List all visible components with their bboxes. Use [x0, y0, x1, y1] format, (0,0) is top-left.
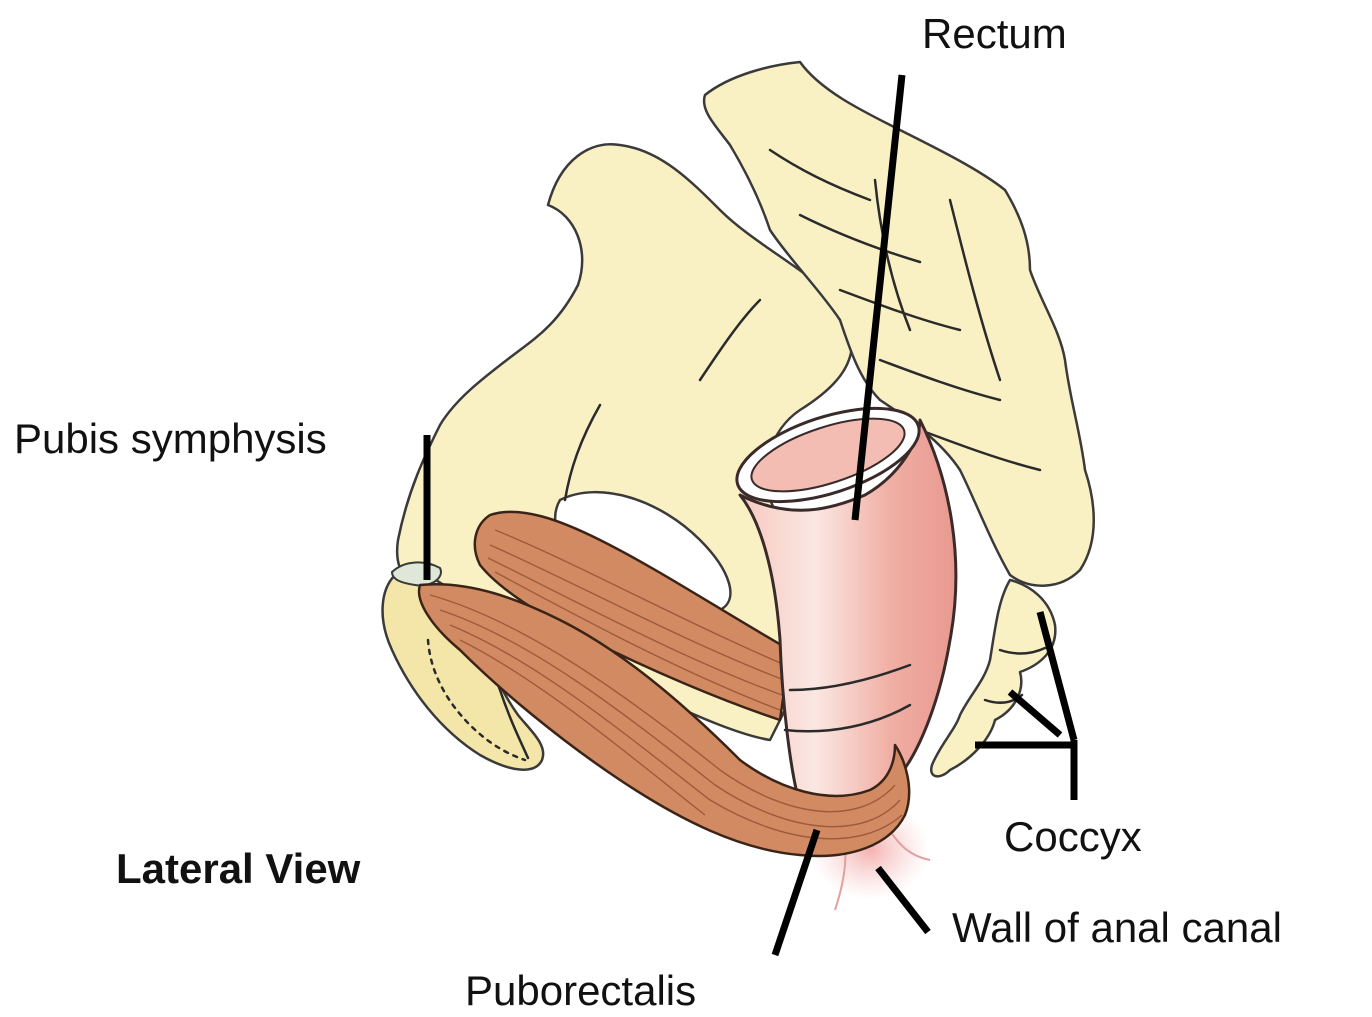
coccyx-leader-diagonal-2: [1010, 692, 1060, 735]
puborectalis-label: Puborectalis: [465, 967, 696, 1014]
pubis-symphysis-label: Pubis symphysis: [14, 415, 327, 462]
lateral-view-label: Lateral View: [116, 845, 361, 892]
wall-of-anal-canal-label: Wall of anal canal: [952, 904, 1282, 951]
coccyx-label: Coccyx: [1004, 813, 1142, 860]
rectum-label: Rectum: [922, 10, 1067, 57]
